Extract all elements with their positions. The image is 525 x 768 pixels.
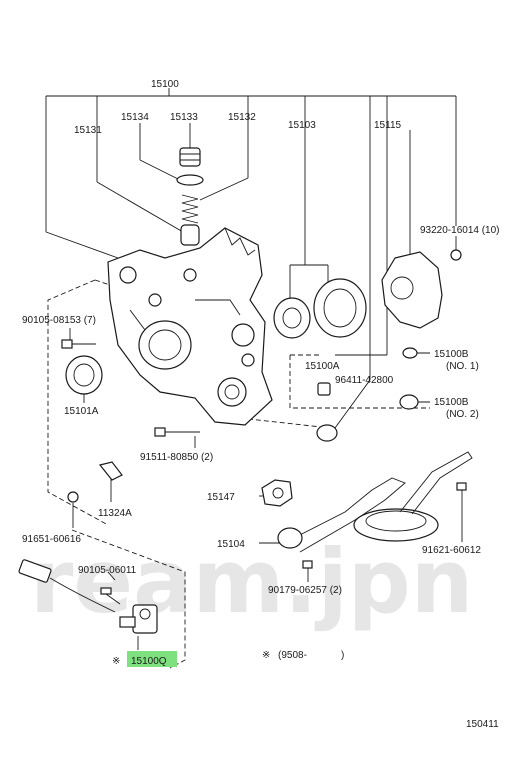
relief-valve-gasket-icon (176, 174, 204, 186)
nut-icon (456, 482, 467, 491)
label-15100b-2: 15100B (434, 397, 469, 408)
driven-rotor-icon (313, 278, 367, 338)
oil-seal-icon (65, 355, 103, 395)
label-15100: 15100 (151, 79, 179, 90)
relief-valve-icon (180, 224, 200, 246)
label-15101a: 15101A (64, 406, 99, 417)
note-text: (9508- (278, 650, 307, 661)
relief-valve-spring-icon (181, 194, 199, 224)
label-15147: 15147 (207, 492, 235, 503)
label-15100q-mark: ※ (112, 656, 120, 667)
watermark: ream.jpn (30, 530, 473, 633)
o-ring-no1-icon (402, 347, 418, 359)
strainer-gasket-icon (261, 479, 293, 507)
label-90179: 90179-06257 (2) (268, 585, 342, 596)
label-90105-08153: 90105-08153 (7) (22, 315, 96, 326)
sensor-bolt-icon (100, 587, 121, 605)
label-91651: 91651-60616 (22, 534, 81, 545)
label-15100b-1: 15100B (434, 349, 469, 360)
label-15100b-1-sub: (NO. 1) (446, 361, 479, 372)
label-15100q: 15100Q (131, 656, 167, 667)
label-15103: 15103 (288, 120, 316, 131)
label-96411: 96411-42800 (335, 375, 394, 386)
strainer-bolt-icon (302, 560, 313, 569)
label-15100b-2-sub: (NO. 2) (446, 409, 479, 420)
label-15133: 15133 (170, 112, 198, 123)
relief-valve-plug-icon (179, 147, 201, 167)
plug-icon (316, 424, 338, 442)
bolt-91651-icon (67, 491, 79, 503)
label-15131: 15131 (74, 125, 102, 136)
note-close: ) (341, 650, 344, 661)
label-15115: 15115 (374, 120, 402, 131)
label-15100a: 15100A (305, 361, 340, 372)
o-ring-no2-icon (399, 394, 419, 410)
label-15134: 15134 (121, 112, 149, 123)
oil-strainer-icon (277, 451, 473, 553)
drive-rotor-icon (273, 297, 311, 339)
diagram-number: 150411 (466, 719, 499, 730)
label-11324a: 11324A (98, 508, 132, 519)
bolt-icon (61, 339, 96, 349)
label-93220: 93220-16014 (10) (420, 225, 500, 236)
label-91511: 91511-80850 (2) (140, 452, 213, 463)
pin-icon (317, 382, 331, 396)
note-symbol: ※ (262, 650, 270, 661)
highlight-15100q (127, 651, 177, 667)
label-91621: 91621-60612 (422, 545, 481, 556)
screw-icon (450, 249, 462, 261)
dashed-outlines (47, 279, 430, 669)
oil-pump-cover-icon (381, 251, 443, 329)
crank-sensor-icon (18, 559, 158, 634)
leader-lines (45, 88, 463, 650)
label-90105-06011: 90105-06011 (78, 565, 137, 576)
label-15132: 15132 (228, 112, 256, 123)
label-15104: 15104 (217, 539, 245, 550)
bracket-icon (98, 461, 123, 481)
oil-pump-body-icon (107, 227, 273, 426)
long-bolt-icon (154, 427, 200, 437)
